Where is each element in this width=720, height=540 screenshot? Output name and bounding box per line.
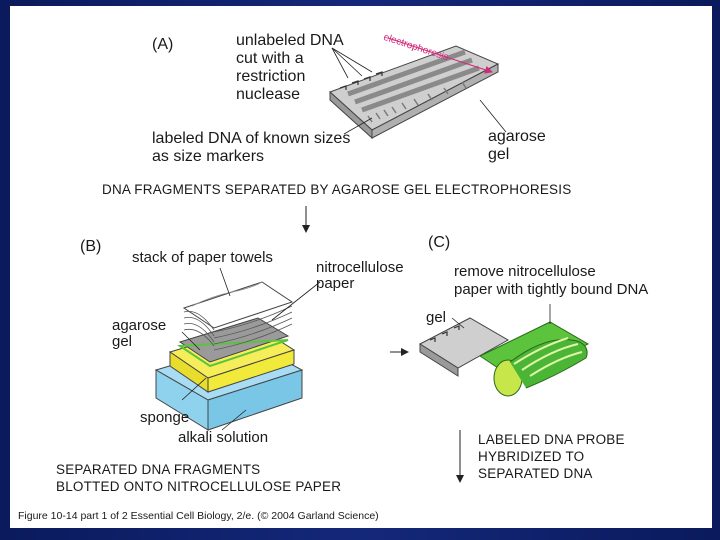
- dna-bands: [347, 49, 480, 113]
- diagram-art: [154, 37, 590, 483]
- unlabeled-dna-line1: unlabeled DNA: [236, 32, 344, 49]
- unlabeled-dna-line4: nuclease: [236, 86, 301, 103]
- pointer-gel-c: [451, 317, 465, 329]
- labeled-dna-line2: as size markers: [152, 148, 265, 165]
- agarose-gel-a: [329, 37, 500, 140]
- panel-c-label: (C): [428, 234, 451, 251]
- slide: (A) unlabeled DNA cut with a restriction…: [10, 6, 712, 528]
- remove-nitro-line1: remove nitrocellulose: [454, 263, 596, 280]
- unlabeled-dna-line3: restriction: [236, 68, 306, 85]
- panel-c-caption-line1: LABELED DNA PROBE: [478, 432, 625, 447]
- panel-c-caption-line3: SEPARATED DNA: [478, 466, 593, 481]
- panel-b-caption-line1: SEPARATED DNA FRAGMENTS: [56, 462, 261, 477]
- panel-c-gel: [418, 317, 590, 397]
- panel-b-label: (B): [80, 238, 102, 255]
- panel-c-caption-line2: HYBRIDIZED TO: [478, 449, 585, 464]
- size-marker-ladder: [367, 81, 467, 123]
- agarose-gel-a-line2: gel: [488, 146, 510, 163]
- pointer-lines-a: [331, 47, 507, 135]
- gel-c-label: gel: [426, 309, 447, 326]
- panel-a-label: (A): [152, 36, 174, 53]
- sponge-label: sponge: [140, 409, 190, 426]
- panel-b-caption-line2: BLOTTED ONTO NITROCELLULOSE PAPER: [56, 479, 342, 494]
- nitrocellulose-b-line1: nitrocellulose: [316, 259, 404, 276]
- blot-stack: [154, 281, 304, 431]
- agarose-gel-b-line2: gel: [112, 333, 133, 350]
- unlabeled-dna-line2: cut with a: [236, 50, 304, 67]
- labeled-dna-line1: labeled DNA of known sizes: [152, 130, 351, 147]
- figure-caption: Figure 10-14 part 1 of 2 Essential Cell …: [18, 510, 379, 522]
- nitrocellulose-b-line2: paper: [316, 275, 355, 292]
- agarose-gel-b-line1: agarose: [112, 317, 167, 334]
- alkali-solution-label: alkali solution: [178, 429, 269, 446]
- pointer-lines-b: [181, 267, 321, 431]
- panel-a-caption: DNA FRAGMENTS SEPARATED BY AGAROSE GEL E…: [102, 182, 572, 197]
- remove-nitro-line2: paper with tightly bound DNA: [454, 281, 649, 298]
- paper-towels-label: stack of paper towels: [132, 249, 273, 266]
- agarose-gel-a-line1: agarose: [488, 128, 546, 145]
